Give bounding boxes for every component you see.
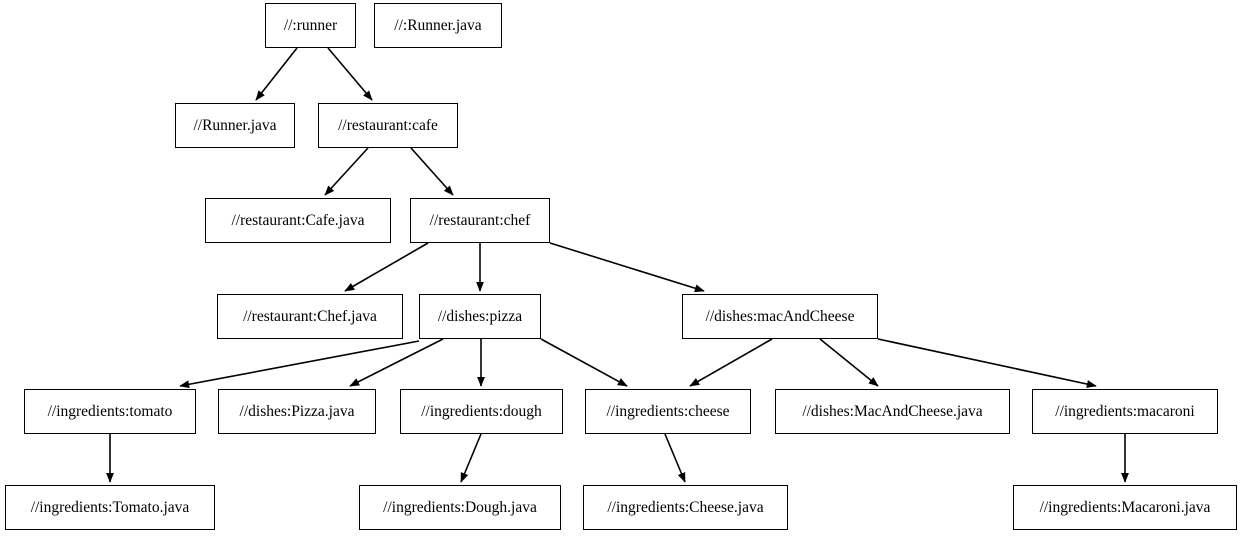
- graph-node-label: //ingredients:Dough.java: [383, 498, 537, 516]
- graph-node-ing_tomato_java[interactable]: //ingredients:Tomato.java: [5, 485, 215, 530]
- graph-node-dishes_pizza[interactable]: //dishes:pizza: [419, 294, 541, 339]
- graph-node-runner[interactable]: //:runner: [265, 3, 356, 48]
- graph-node-dishes_mac[interactable]: //dishes:macAndCheese: [682, 294, 878, 339]
- graph-node-label: //:runner: [283, 16, 338, 34]
- graph-node-restaurant_chef_java[interactable]: //restaurant:Chef.java: [217, 294, 403, 339]
- graph-node-label: //dishes:MacAndCheese.java: [802, 402, 983, 420]
- graph-node-label: //restaurant:Cafe.java: [231, 211, 365, 229]
- graph-node-restaurant_cafe_java[interactable]: //restaurant:Cafe.java: [205, 198, 391, 243]
- graph-node-restaurant_chef[interactable]: //restaurant:chef: [410, 198, 550, 243]
- graph-node-label: //ingredients:Tomato.java: [30, 498, 190, 516]
- graph-node-label: //ingredients:macaroni: [1055, 402, 1195, 420]
- graph-node-ing_cheese_java[interactable]: //ingredients:Cheese.java: [583, 485, 788, 530]
- graph-node-label: //ingredients:dough: [421, 402, 542, 420]
- graph-node-ing_macaroni_java[interactable]: //ingredients:Macaroni.java: [1013, 485, 1237, 530]
- graph-node-label: //ingredients:cheese: [606, 402, 730, 420]
- graph-node-label: //restaurant:Chef.java: [243, 307, 377, 325]
- graph-node-root_runner_java[interactable]: //:Runner.java: [374, 3, 502, 48]
- graph-node-label: //restaurant:chef: [429, 211, 531, 229]
- graph-node-ing_dough_java[interactable]: //ingredients:Dough.java: [359, 485, 561, 530]
- graph-node-dishes_pizza_java[interactable]: //dishes:Pizza.java: [218, 389, 376, 434]
- graph-node-restaurant_cafe[interactable]: //restaurant:cafe: [318, 103, 458, 148]
- graph-node-label: //ingredients:tomato: [47, 402, 173, 420]
- graph-node-label: //Runner.java: [193, 116, 277, 134]
- graph-node-label: //dishes:Pizza.java: [239, 402, 355, 420]
- graph-node-dishes_mac_java[interactable]: //dishes:MacAndCheese.java: [775, 389, 1010, 434]
- graph-node-label: //dishes:pizza: [437, 307, 523, 325]
- graph-node-label: //:Runner.java: [394, 16, 482, 34]
- graph-node-ing_macaroni[interactable]: //ingredients:macaroni: [1032, 389, 1218, 434]
- graph-node-label: //dishes:macAndCheese: [705, 307, 855, 325]
- graph-node-ing_cheese[interactable]: //ingredients:cheese: [585, 389, 751, 434]
- graph-node-label: //restaurant:cafe: [338, 116, 438, 134]
- graph-node-label: //ingredients:Cheese.java: [607, 498, 764, 516]
- graph-node-runner_java[interactable]: //Runner.java: [175, 103, 295, 148]
- graph-node-ing_dough[interactable]: //ingredients:dough: [400, 389, 563, 434]
- graph-node-ing_tomato[interactable]: //ingredients:tomato: [24, 389, 196, 434]
- graph-node-label: //ingredients:Macaroni.java: [1039, 498, 1211, 516]
